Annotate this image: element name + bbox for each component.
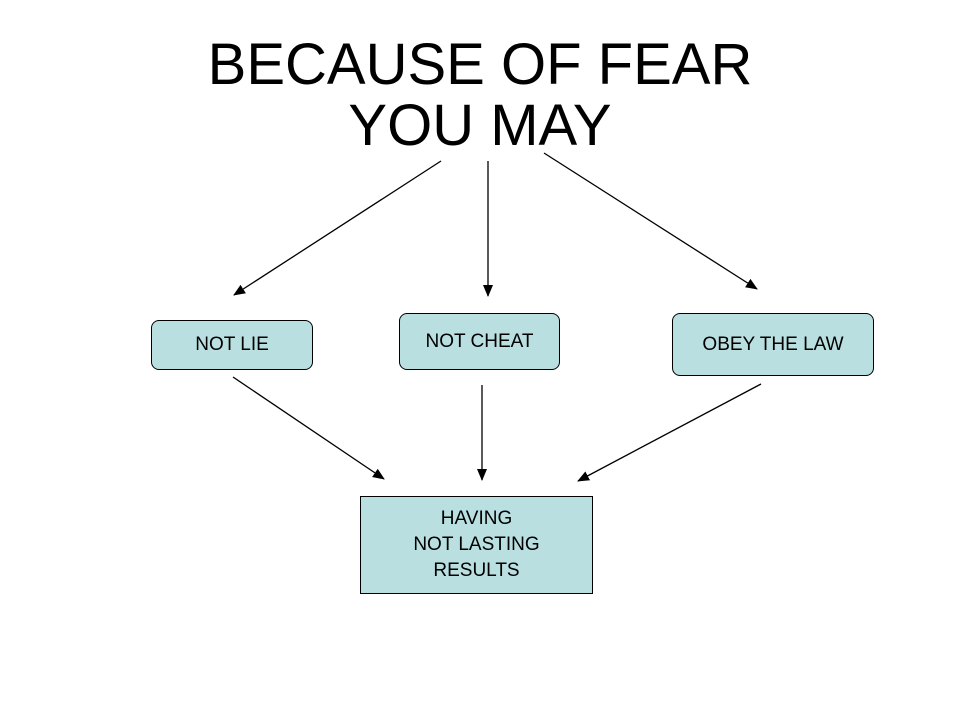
node-obey-the-law: OBEY THE LAW <box>672 313 874 376</box>
node-not-cheat-label: NOT CHEAT <box>425 330 534 352</box>
node-not-cheat: NOT CHEAT <box>399 313 560 370</box>
node-not-lie: NOT LIE <box>151 320 313 370</box>
arrow-title-to-obey <box>543 152 758 290</box>
diagram-title-line-1: BECAUSE OF FEAR <box>207 32 753 97</box>
arrow-title-to-not-lie <box>233 160 442 296</box>
node-result-line-3: RESULTS <box>433 560 520 581</box>
diagram-title-line-2: YOU MAY <box>348 93 612 158</box>
node-obey-the-law-label: OBEY THE LAW <box>702 333 844 355</box>
node-result-line-1: HAVING <box>440 508 513 529</box>
arrow-obey-to-result <box>577 383 762 482</box>
node-result-line-2: NOT LASTING <box>413 534 540 555</box>
arrow-not-lie-to-result <box>232 376 385 480</box>
node-result: HAVING NOT LASTING RESULTS <box>360 496 593 594</box>
node-not-lie-label: NOT LIE <box>195 334 269 355</box>
